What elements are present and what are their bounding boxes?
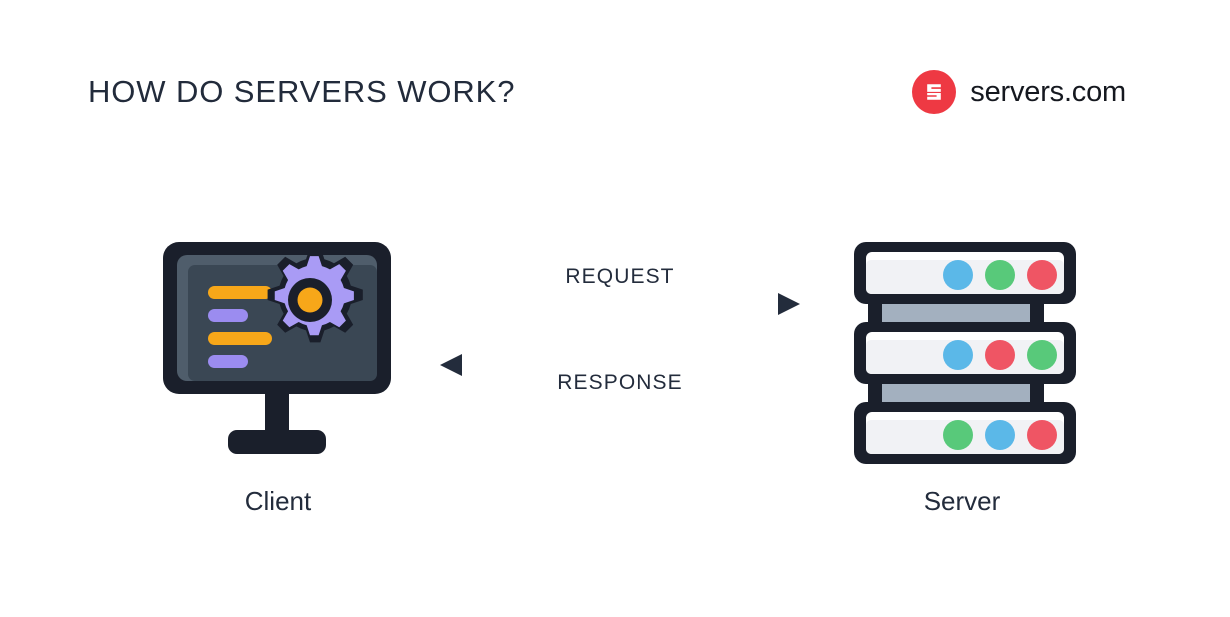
client-caption: Client [244, 486, 312, 516]
server-led [1027, 340, 1057, 370]
server-unit-2 [854, 322, 1076, 384]
screen-line-4 [208, 355, 248, 368]
response-label: RESPONSE [557, 371, 683, 394]
servers-s-logo-icon [912, 70, 957, 114]
screen-line-2 [208, 309, 248, 322]
response-arrow [440, 354, 808, 376]
request-label: REQUEST [565, 265, 675, 288]
screen-line-3 [208, 332, 272, 345]
brand-logo: servers.com [912, 70, 1126, 114]
server-unit-3 [854, 402, 1076, 464]
server-led [985, 260, 1015, 290]
monitor-with-gear-icon [163, 242, 391, 454]
server-led [943, 420, 973, 450]
brand-name: servers.com [970, 75, 1126, 108]
flow-arrows: REQUEST RESPONSE [430, 255, 810, 415]
server-led [1027, 420, 1057, 450]
server-node: server-rack-icon [840, 230, 1090, 470]
server-led [943, 340, 973, 370]
server-unit-1 [854, 242, 1076, 304]
server-led [1027, 260, 1057, 290]
screen-line-1 [208, 286, 272, 299]
server-led [943, 260, 973, 290]
server-led [985, 420, 1015, 450]
page-title: HOW DO SERVERS WORK? [88, 74, 516, 109]
server-led [985, 340, 1015, 370]
client-node: monitor-with-gear-icon [150, 222, 408, 472]
request-arrow [432, 293, 800, 315]
server-caption: Server [923, 486, 1001, 516]
server-rack-icon [854, 242, 1076, 464]
